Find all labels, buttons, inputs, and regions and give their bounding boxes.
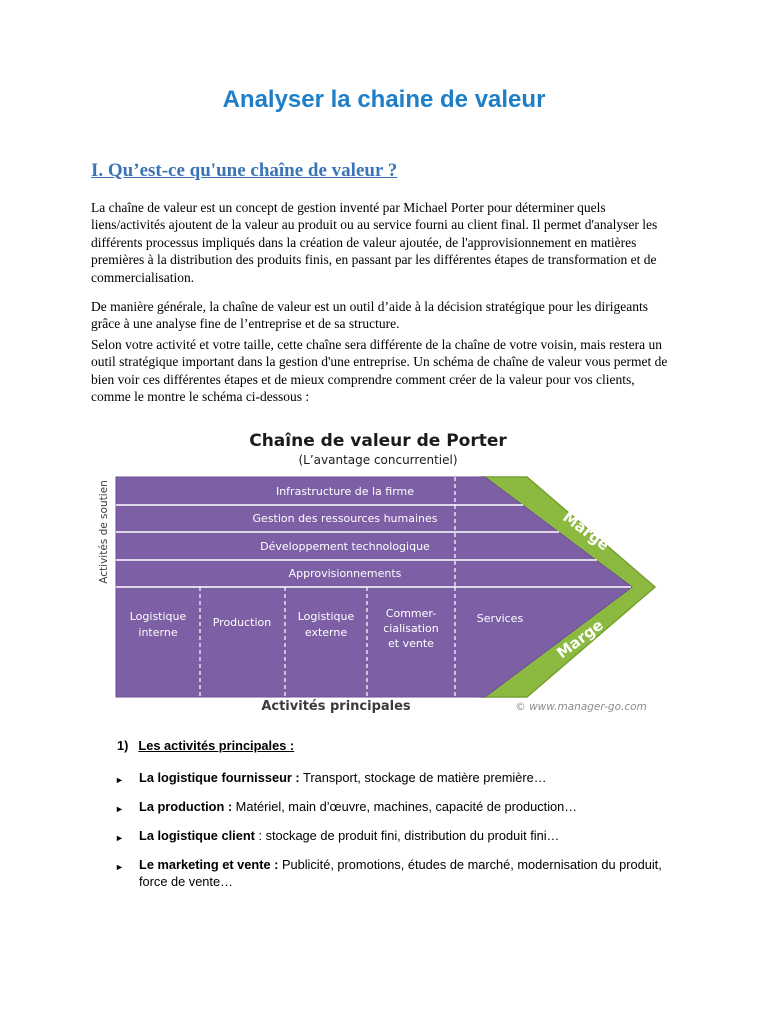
- col-label-commercialisation-2: cialisation: [383, 622, 439, 635]
- col-label-logistique-interne-1: Logistique: [130, 610, 187, 623]
- document-title: Analyser la chaine de valeur: [222, 86, 546, 113]
- bullet-logistique-client: ► La logistique client : stockage de pro…: [115, 827, 677, 847]
- bullet-production: ► La production : Matériel, main d’œuvre…: [115, 798, 677, 818]
- paragraph-1: La chaîne de valeur est un concept de ge…: [91, 200, 658, 285]
- row-label-developpement-technologique: Développement technologique: [260, 540, 430, 553]
- list-title: 1) Les activités principales :: [117, 738, 677, 753]
- diagram-subtitle: (L’avantage concurrentiel): [298, 453, 457, 467]
- porter-value-chain-diagram: Chaîne de valeur de Porter (L’avantage c…: [95, 429, 677, 726]
- col-label-services: Services: [477, 612, 524, 625]
- row-label-ressources-humaines: Gestion des ressources humaines: [252, 512, 437, 525]
- bullet-body: Publicité, promotions, études de marché,…: [139, 857, 662, 890]
- bullet-body: Transport, stockage de matière première…: [299, 770, 547, 786]
- bullet-arrow-icon: ►: [115, 833, 124, 844]
- col-label-logistique-externe-2: externe: [305, 626, 347, 639]
- list-title-text: Les activités principales :: [138, 738, 295, 754]
- primary-activities-list: 1) Les activités principales : ► La logis…: [91, 738, 677, 890]
- row-label-infrastructure: Infrastructure de la firme: [276, 485, 414, 498]
- document-page: Analyser la chaine de valeur I. Qu’est-c…: [91, 86, 677, 890]
- side-label-activites-soutien: Activités de soutien: [98, 481, 110, 584]
- bullet-logistique-fournisseur: ► La logistique fournisseur : Transport,…: [115, 769, 677, 789]
- bullet-lead: La logistique fournisseur :: [139, 770, 300, 786]
- diagram-title: Chaîne de valeur de Porter: [249, 431, 507, 451]
- col-label-logistique-interne-2: interne: [138, 626, 177, 639]
- bullet-arrow-icon: ►: [115, 862, 124, 873]
- bullet-text: La logistique client : stockage de produ…: [139, 827, 559, 847]
- diagram-credit: © www.manager-go.com: [515, 701, 647, 713]
- paragraph-2: De manière générale, la chaîne de valeur…: [91, 299, 649, 332]
- bullet-lead: La logistique client: [139, 828, 255, 844]
- col-label-commercialisation-3: et vente: [388, 637, 434, 650]
- row-label-approvisionnements: Approvisionnements: [289, 567, 402, 580]
- list-number: 1): [117, 738, 129, 754]
- paragraph-3: Selon votre activité et votre taille, ce…: [91, 336, 668, 405]
- bullet-arrow-icon: ►: [115, 775, 124, 786]
- bottom-label-activites-principales: Activités principales: [261, 699, 411, 714]
- porter-value-chain-svg: Chaîne de valeur de Porter (L’avantage c…: [98, 431, 657, 714]
- bullet-lead: La production :: [139, 799, 233, 815]
- bullet-body: Matériel, main d’œuvre, machines, capaci…: [232, 799, 578, 815]
- bullet-arrow-icon: ►: [115, 804, 124, 815]
- section-heading: I. Qu’est-ce qu'une chaîne de valeur ?: [91, 160, 398, 181]
- bullet-lead: Le marketing et vente :: [139, 857, 279, 873]
- bullet-text: La production : Matériel, main d’œuvre, …: [139, 798, 577, 818]
- bullet-body: : stockage de produit fini, distribution…: [254, 828, 560, 844]
- bullet-text: La logistique fournisseur : Transport, s…: [139, 769, 547, 789]
- col-label-logistique-externe-1: Logistique: [298, 610, 355, 623]
- bullet-marketing-vente: ► Le marketing et vente : Publicité, pro…: [115, 856, 677, 890]
- col-label-production: Production: [213, 616, 272, 629]
- bullet-text: Le marketing et vente : Publicité, promo…: [139, 856, 677, 890]
- col-label-commercialisation-1: Commer-: [386, 607, 436, 620]
